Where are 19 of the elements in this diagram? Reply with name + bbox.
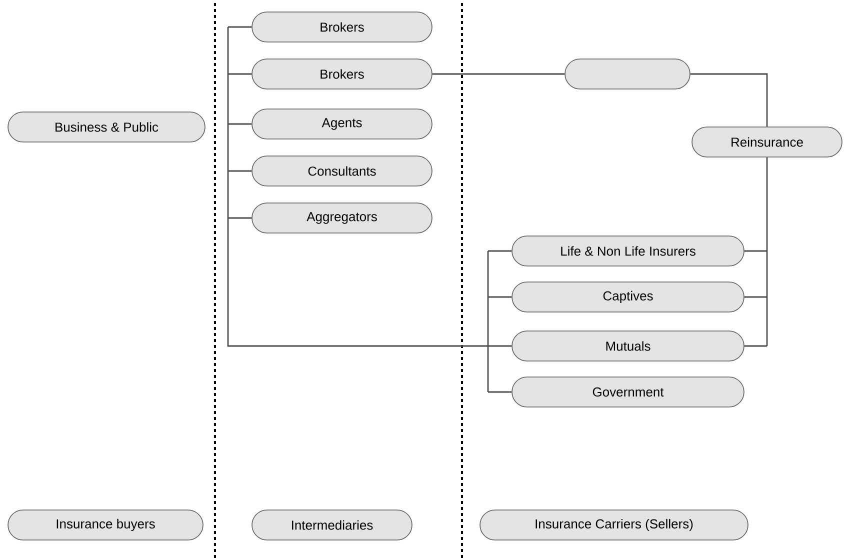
pill-box: Captives	[512, 282, 744, 312]
pill-box: Consultants	[252, 156, 432, 186]
connector-line	[227, 26, 512, 393]
pill-box: Intermediaries	[252, 510, 412, 540]
pill-box: Aggregators	[252, 202, 432, 234]
pill-box: Brokers	[252, 12, 432, 42]
connector-line	[744, 156, 768, 347]
pill-box: Insurance Carriers (Sellers)	[480, 510, 748, 540]
connector-line	[690, 73, 768, 127]
pill-box: Insurance buyers	[8, 510, 204, 540]
pill-box: Life & Non Life Insurers	[512, 236, 744, 266]
connector-line	[432, 73, 565, 75]
pill-box: Reinsurance	[692, 126, 842, 158]
pill-box: Mutuals	[512, 330, 744, 362]
pill-box: Business & Public	[8, 112, 206, 142]
pill-box: Government	[512, 376, 744, 408]
pill-box: Agents	[252, 108, 432, 140]
empty-pill	[564, 58, 690, 90]
pill-box: Brokers	[252, 58, 432, 90]
